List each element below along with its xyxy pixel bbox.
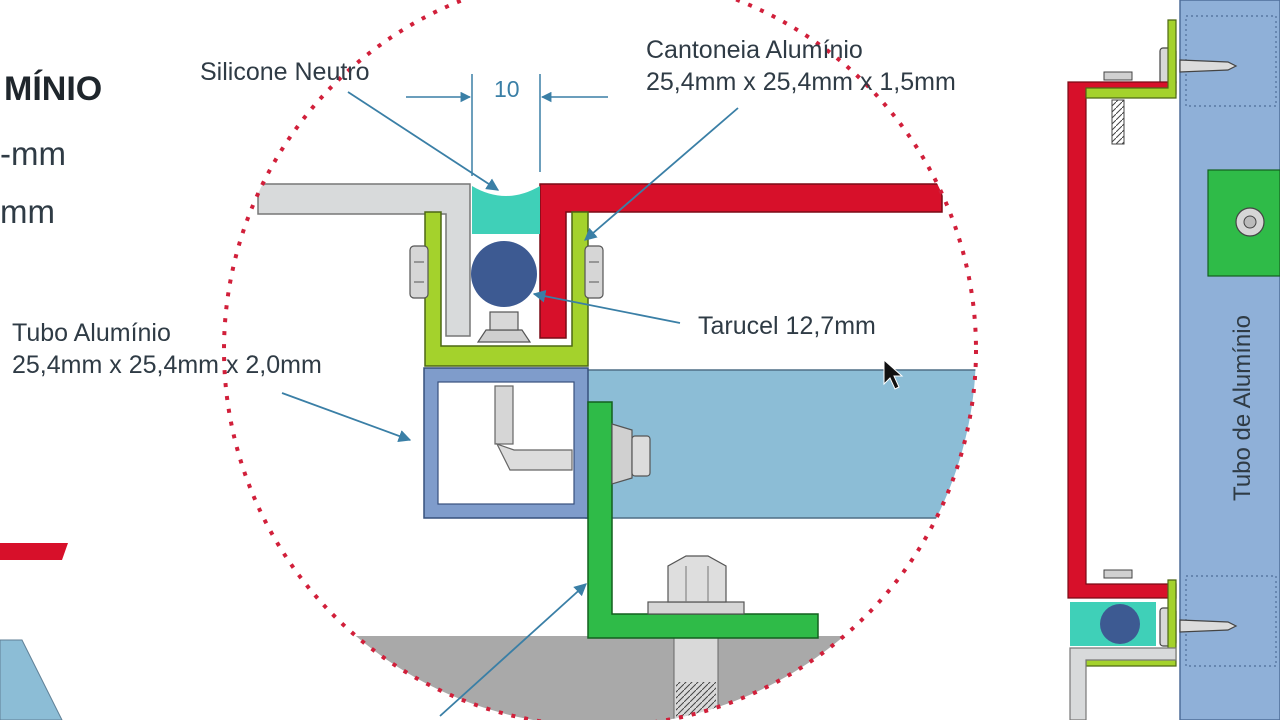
side-red-glass [1067,81,1177,599]
zoom-circle [222,0,978,725]
channel-bottom-screw [476,311,532,343]
gray-glass-panel [257,183,471,337]
side-elevation [1067,0,1280,721]
detail-zoom [257,183,976,725]
side-gray-glass [1069,647,1177,721]
side-bolt-core [1243,215,1257,229]
side-hanging-screw [1103,71,1133,145]
tarucel-label: Tarucel 12,7mm [698,312,876,340]
tubo-label-line-2: 25,4mm x 25,4mm x 2,0mm [12,351,322,379]
tube-inner-screw [494,385,573,471]
cantoneira-label-line-1: Cantoneia Alumínio [646,36,863,64]
silicone-label: Silicone Neutro [200,58,370,86]
left-blue-panel [0,639,63,721]
tubo-label-line-1: Tubo Alumínio [12,319,171,347]
side-aluminium-tube [1179,0,1280,721]
leader-cantoneira [584,107,739,241]
silicone-seal [472,186,540,234]
floor-slab [340,636,900,725]
channel-screw-right [584,245,604,299]
leader-tubo [281,392,412,443]
left-spec-line-1: -mm [0,135,66,172]
leader-angle [439,583,587,717]
side-bottom-nut [1103,569,1133,579]
mouse-cursor [883,358,904,390]
left-spec-line-2: mm [0,193,55,230]
dimension-10mm [406,74,608,176]
dimension-label: 10 [494,76,520,102]
tubo-label: Tubo Alumínio 25,4mm x 25,4mm x 2,0mm [12,317,322,381]
side-channel-top [1085,19,1177,99]
cantoneira-label: Cantoneia Alumínio 25,4mm x 25,4mm x 1,5… [646,34,956,98]
blue-panel [585,369,976,519]
left-title: MÍNIO [4,70,103,108]
cantoneira-channel [424,211,589,367]
anchor-nut [647,555,745,615]
channel-screw-left [409,245,429,299]
angle-screw [611,423,651,485]
tubo-vertical-label: Tubo de Alumínio [1229,315,1256,501]
left-red-glass-edge [0,543,68,560]
side-tarucel [1100,604,1140,644]
tarucel-rod [471,241,537,307]
cantoneira-label-line-2: 25,4mm x 25,4mm x 1,5mm [646,68,956,96]
leader-silicone [347,91,500,191]
green-angle-bracket [587,401,819,639]
leader-tarucel [532,290,681,324]
anchor-thread [676,682,716,720]
